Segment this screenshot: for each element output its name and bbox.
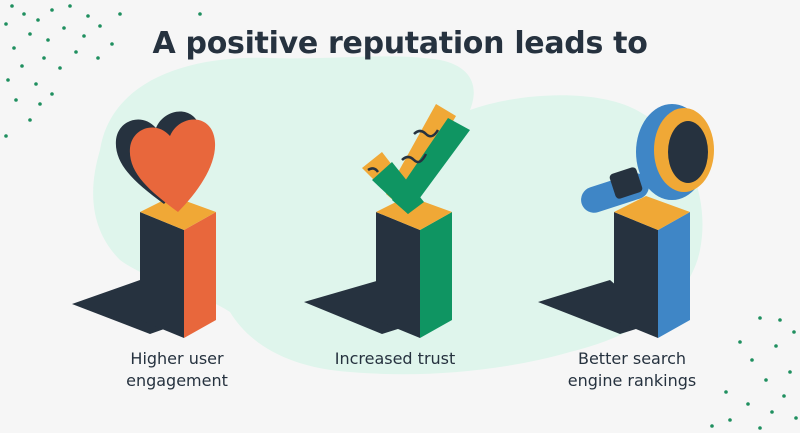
decorative-dot [74, 50, 78, 54]
decorative-dot [36, 18, 40, 22]
decorative-dot [746, 402, 750, 406]
decorative-dot [794, 416, 798, 420]
check-pedestal [304, 196, 452, 338]
decorative-dot [46, 38, 50, 42]
decorative-dot [774, 344, 778, 348]
decorative-dot [750, 358, 754, 362]
caption-higher-user-engagement: Higher user engagement [126, 349, 228, 390]
pedestal-side [658, 212, 690, 338]
caption-increased-trust: Increased trust [334, 349, 456, 368]
decorative-dot [62, 26, 66, 30]
pedestal-top [140, 196, 216, 230]
decorative-dot [50, 92, 54, 96]
decorative-dot [118, 12, 122, 16]
decorative-dot [728, 418, 732, 422]
decorative-dot [42, 56, 46, 60]
decorative-dot [50, 8, 54, 12]
decorative-dot [782, 394, 786, 398]
pedestal-top [376, 196, 452, 230]
decorative-dot [770, 410, 774, 414]
decorative-dot [758, 316, 762, 320]
decorative-dot [58, 66, 62, 70]
decorative-dot [778, 318, 782, 322]
decorative-dot [4, 134, 8, 138]
magnifier-pedestal [538, 196, 690, 338]
checkmark-icon [362, 104, 470, 214]
decorative-dot [4, 22, 8, 26]
decorative-dot [738, 340, 742, 344]
caption-better-search-engine-rankings: Better search engine rankings [567, 349, 697, 390]
decorative-dot [10, 4, 14, 8]
decorative-dot [22, 12, 26, 16]
pedestal-side [420, 212, 452, 338]
magnifier-icon [581, 104, 714, 213]
pedestal-front [614, 212, 658, 338]
decorative-dot [28, 32, 32, 36]
pedestal-side [184, 212, 216, 338]
pedestal-top [614, 196, 690, 230]
decorative-dot [38, 102, 42, 106]
pedestal-front [140, 212, 184, 338]
decorative-dots [4, 4, 798, 430]
decorative-dot [34, 82, 38, 86]
decorative-dot [724, 390, 728, 394]
decorative-dot [764, 378, 768, 382]
decorative-dot [12, 46, 16, 50]
decorative-dot [28, 118, 32, 122]
decorative-dot [110, 42, 114, 46]
decorative-dot [20, 64, 24, 68]
pedestal-front [376, 212, 420, 338]
decorative-dot [68, 4, 72, 8]
decorative-dot [6, 78, 10, 82]
heart-pedestal [72, 196, 216, 338]
decorative-dot [14, 98, 18, 102]
page-title: A positive reputation leads to [152, 26, 648, 61]
decorative-dot [788, 370, 792, 374]
decorative-dot [86, 14, 90, 18]
decorative-dot [198, 12, 202, 16]
decorative-dot [82, 34, 86, 38]
decorative-dot [96, 56, 100, 60]
heart-icon [115, 111, 216, 212]
decorative-dot [792, 330, 796, 334]
decorative-dot [710, 424, 714, 428]
decorative-dot [98, 24, 102, 28]
decorative-dot [758, 426, 762, 430]
